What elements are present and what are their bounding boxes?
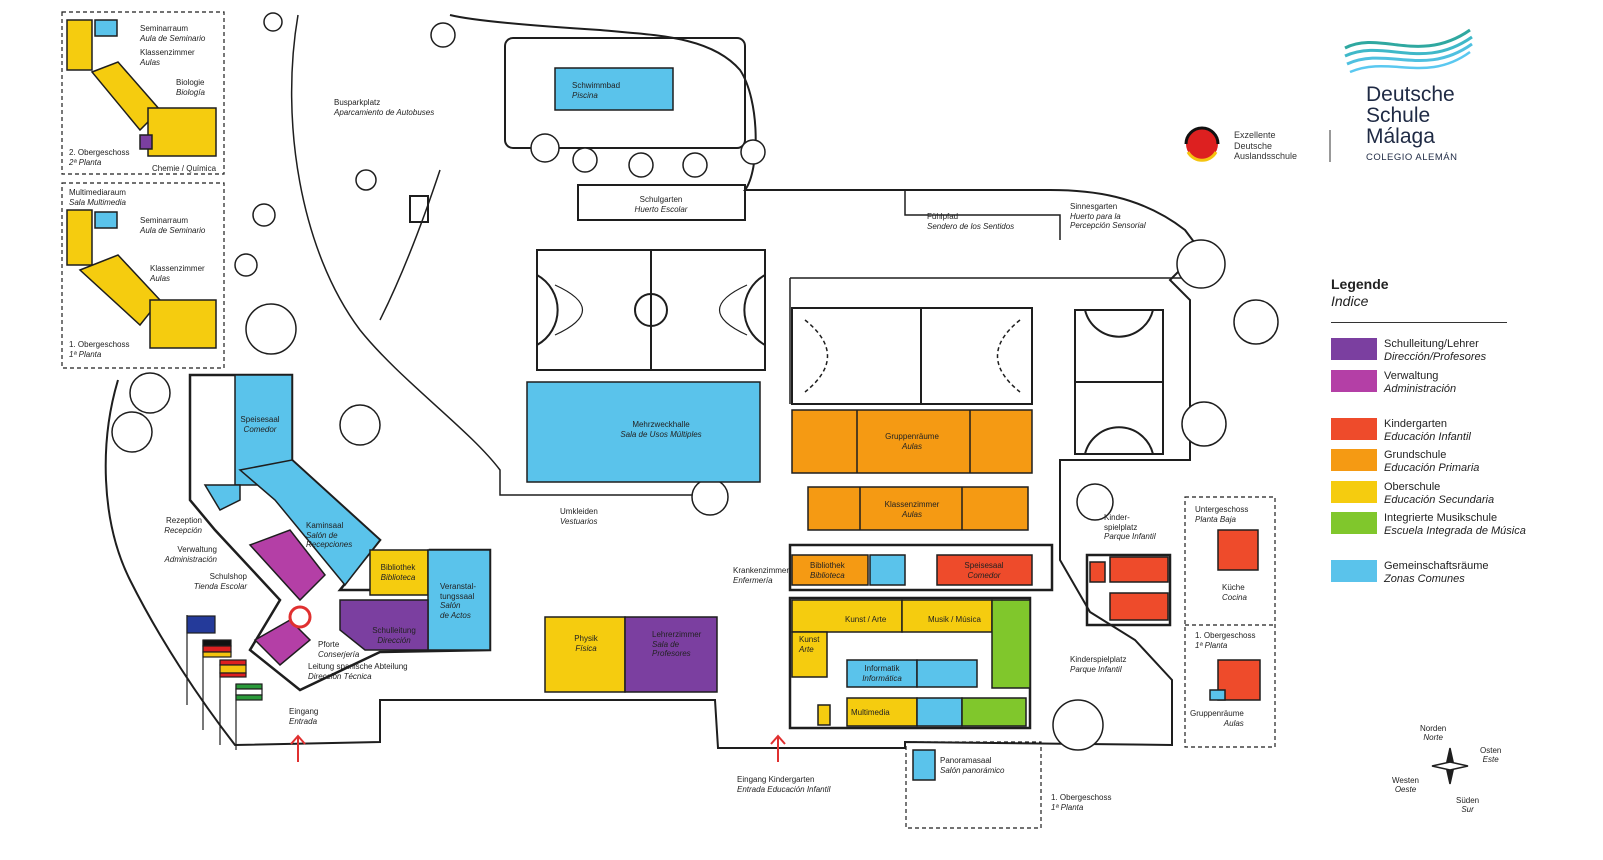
legend-label-es: Educación Infantil (1384, 430, 1471, 443)
inset-og2 (61, 11, 225, 175)
legend-label: Integrierte Musikschule (1384, 512, 1498, 524)
seal-text: Exzellente Deutsche Auslandsschule (1234, 130, 1297, 162)
legend-title-de: Legende (1331, 276, 1389, 292)
legend-label: Verwaltung (1384, 370, 1439, 382)
label-multimedia: Multimedia (851, 708, 890, 717)
campus-boundary (104, 14, 1202, 749)
legend-label-es: Educación Primaria (1384, 461, 1480, 474)
seal-icon (1184, 126, 1220, 162)
seal-line-2: Deutsche (1234, 140, 1273, 151)
legend-swatch (1331, 370, 1377, 392)
brand-name: Deutsche Schule Málaga (1366, 84, 1455, 147)
legend-label-es: Escuela Integrada de Música (1384, 524, 1526, 537)
brand-subtitle: COLEGIO ALEMÁN (1366, 152, 1458, 163)
legend-divider (1331, 322, 1507, 323)
brand-line-3: Málaga (1366, 125, 1435, 148)
legend-title-es: Indice (1331, 293, 1369, 309)
handball-court (791, 307, 1033, 405)
legend-swatch (1331, 560, 1377, 582)
label-musik: Musik / Música (928, 615, 981, 624)
legend-label: Grundschule (1384, 449, 1447, 461)
legend-label-es: Administración (1384, 382, 1457, 395)
seal-line-1: Exzellente (1234, 130, 1276, 140)
trees (111, 12, 1279, 751)
legend-title: Legende Indice (1331, 276, 1389, 310)
entrance-arrows (290, 734, 786, 762)
brand-logo (1344, 28, 1473, 74)
legend-swatch (1331, 512, 1377, 534)
compass-icon (1431, 747, 1469, 785)
legend-label-es: Dirección/Profesores (1384, 350, 1487, 363)
label-kunst-1: Kunst / Arte (845, 615, 887, 624)
label-chemie: Chemie / Química (152, 164, 217, 173)
legend-label: Schulleitung/Lehrer (1384, 338, 1479, 350)
legend-label: Gemeinschaftsräume (1384, 560, 1489, 572)
legend-label-es: Educación Secundaria (1384, 493, 1495, 506)
legend-swatch (1331, 418, 1377, 440)
legend-swatch (1331, 449, 1377, 471)
inset-panorama (905, 741, 1042, 829)
brand-line-2: Schule (1366, 104, 1431, 127)
inset-kg (1184, 496, 1276, 748)
seal-line-3: Auslandsschule (1234, 151, 1298, 161)
legend-swatch (1331, 338, 1377, 360)
legend-swatch (1331, 481, 1377, 503)
legend-label: Kindergarten (1384, 418, 1447, 430)
legend-label-es: Zonas Comunes (1384, 572, 1465, 585)
legend-label: Oberschule (1384, 481, 1441, 493)
inset-og1 (61, 182, 225, 369)
brand-line-1: Deutsche (1366, 83, 1455, 106)
